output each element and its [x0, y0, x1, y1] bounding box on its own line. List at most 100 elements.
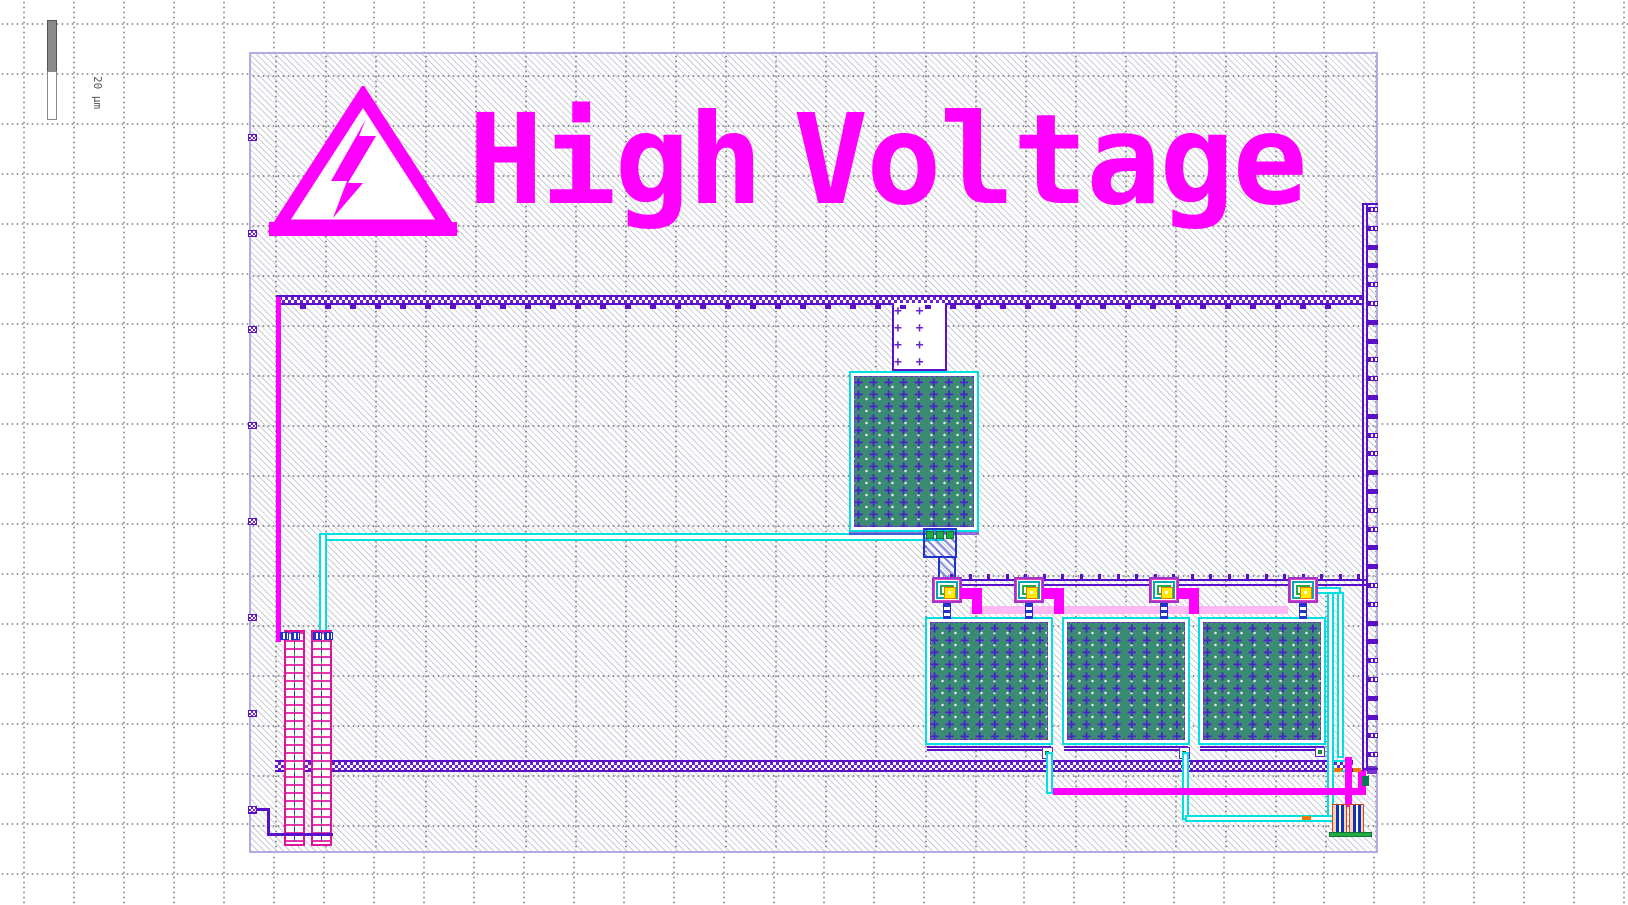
magenta-elbow-h[interactable] [1177, 588, 1199, 599]
warning-triangle-base [269, 222, 457, 236]
high-voltage-warning-icon[interactable] [263, 86, 463, 238]
ruler-tick [1368, 621, 1378, 626]
ruler-tick [1368, 414, 1378, 419]
title-voltage[interactable]: Voltage [793, 88, 1308, 233]
cyan-signal-wire-vertical[interactable] [319, 533, 327, 643]
warning-triangle[interactable] [267, 86, 459, 233]
bus-dash [400, 305, 406, 309]
via-array-2[interactable] [1014, 577, 1044, 603]
tick-bus-mark [1264, 574, 1268, 579]
cyan-bus-vertical-1[interactable] [1327, 592, 1334, 818]
ruler-tick [1368, 301, 1378, 306]
bus-dash [1050, 305, 1056, 309]
magenta-supply-wire-left[interactable] [276, 297, 281, 642]
tick-bus-mark [1338, 574, 1342, 579]
tick-bus-mark [1301, 574, 1305, 579]
well-tap-plus-rect[interactable]: + + + + + + + + + + + + + + + + + + + + … [892, 303, 947, 371]
via-array-3[interactable] [1149, 577, 1179, 603]
tick-bus-mark [1357, 574, 1360, 579]
bus-dash [550, 305, 556, 309]
ruler-tick [1368, 733, 1378, 738]
ruler-tick [1368, 433, 1378, 438]
via-center-pad [1161, 587, 1173, 599]
ruler-tick [1368, 263, 1378, 268]
edge-marker [248, 710, 257, 717]
right-ruler-line-1[interactable] [1362, 203, 1364, 771]
ruler-tick [1368, 395, 1378, 400]
left-guard-bar-1[interactable] [284, 630, 305, 846]
ruler-tick [1368, 376, 1378, 381]
via-connector [1025, 603, 1033, 619]
bus-dash [675, 305, 681, 309]
bottom-right-via-stack-1[interactable] [1332, 804, 1347, 834]
bus-dash [1325, 305, 1331, 309]
edge-marker [248, 134, 257, 141]
right-ruler-cap [1362, 203, 1378, 205]
bus-dash [975, 305, 981, 309]
title-high[interactable]: High [468, 88, 763, 233]
magenta-elbow-h[interactable] [1042, 588, 1064, 599]
magenta-stack-riser[interactable] [1345, 757, 1352, 807]
tick-bus-mark [1079, 574, 1083, 579]
bus-dash [875, 305, 881, 309]
ruler-tick [1368, 489, 1378, 494]
cyan-drop-block1[interactable] [1046, 752, 1053, 794]
via-array-4[interactable] [1288, 577, 1318, 603]
pink-routing-wire[interactable] [970, 606, 1288, 614]
bus-dash [375, 305, 381, 309]
guard-top-contact [313, 632, 322, 640]
via-center-pad [944, 587, 956, 599]
magenta-elbow-h[interactable] [960, 588, 982, 599]
teal-tap [1362, 776, 1369, 786]
bus-dash [325, 305, 331, 309]
bus-dash [725, 305, 731, 309]
bus-dash [1150, 305, 1156, 309]
via-array-1[interactable] [932, 577, 962, 603]
bus-dash [750, 305, 756, 309]
ruler-tick [1368, 564, 1378, 569]
ruler-tick [1368, 545, 1378, 550]
top-capacitor-block[interactable]: + + + + + + + + + + + + + + + + + + + + … [849, 371, 979, 532]
tick-bus-mark [1135, 574, 1138, 579]
bus-dash [775, 305, 781, 309]
ruler-tick [1368, 639, 1378, 644]
ruler-tick [1368, 207, 1378, 212]
chip-layout-region[interactable] [249, 52, 1378, 853]
orange-mark [1334, 768, 1342, 772]
bus-dash [600, 305, 606, 309]
orange-mark [1353, 768, 1361, 772]
tick-bus-mark [950, 574, 953, 579]
left-guard-bar-2[interactable] [311, 630, 332, 846]
bottom-capacitor-block-1[interactable]: + + + + + + + + + + + + + + + + + + + + … [925, 617, 1053, 745]
scale-bar-dark-segment [47, 20, 57, 72]
bottom-right-via-stack-2[interactable] [1349, 804, 1364, 834]
magenta-bottom-wire[interactable] [1053, 788, 1366, 795]
via-center-dot [1304, 591, 1307, 594]
magenta-elbow-v [972, 596, 982, 614]
capacitor-underbar-3 [1200, 746, 1324, 751]
cyan-bus-vertical-2[interactable] [1337, 592, 1344, 758]
bottom-capacitor-block-3[interactable]: + + + + + + + + + + + + + + + + + + + + … [1198, 617, 1326, 745]
bottom-capacitor-block-2[interactable]: + + + + + + + + + + + + + + + + + + + + … [1062, 617, 1190, 745]
tick-bus-mark [1209, 574, 1212, 579]
bus-dash [1000, 305, 1006, 309]
ruler-tick [1368, 339, 1378, 344]
scale-bar-light-segment [47, 71, 57, 120]
bus-dash [850, 305, 856, 309]
cyan-drop-block2[interactable] [1182, 752, 1189, 820]
edge-marker [248, 614, 257, 621]
edge-marker [248, 230, 257, 237]
right-ruler-foot [1362, 768, 1378, 770]
bottom-metal-bus[interactable] [275, 760, 1353, 772]
cyan-bottom-horizontal[interactable] [1185, 815, 1344, 822]
capacitor-fill-pattern: + + + + + + + + + + + + + + + + + + + + … [854, 376, 974, 527]
bus-dash [1025, 305, 1031, 309]
edge-marker [248, 422, 257, 429]
cyan-signal-wire-horizontal[interactable] [319, 533, 944, 541]
bus-dash [575, 305, 581, 309]
ruler-tick [1368, 583, 1378, 588]
edge-tap-wire [267, 833, 333, 836]
contact-square [936, 531, 944, 539]
top-metal-bus[interactable] [276, 295, 1364, 305]
